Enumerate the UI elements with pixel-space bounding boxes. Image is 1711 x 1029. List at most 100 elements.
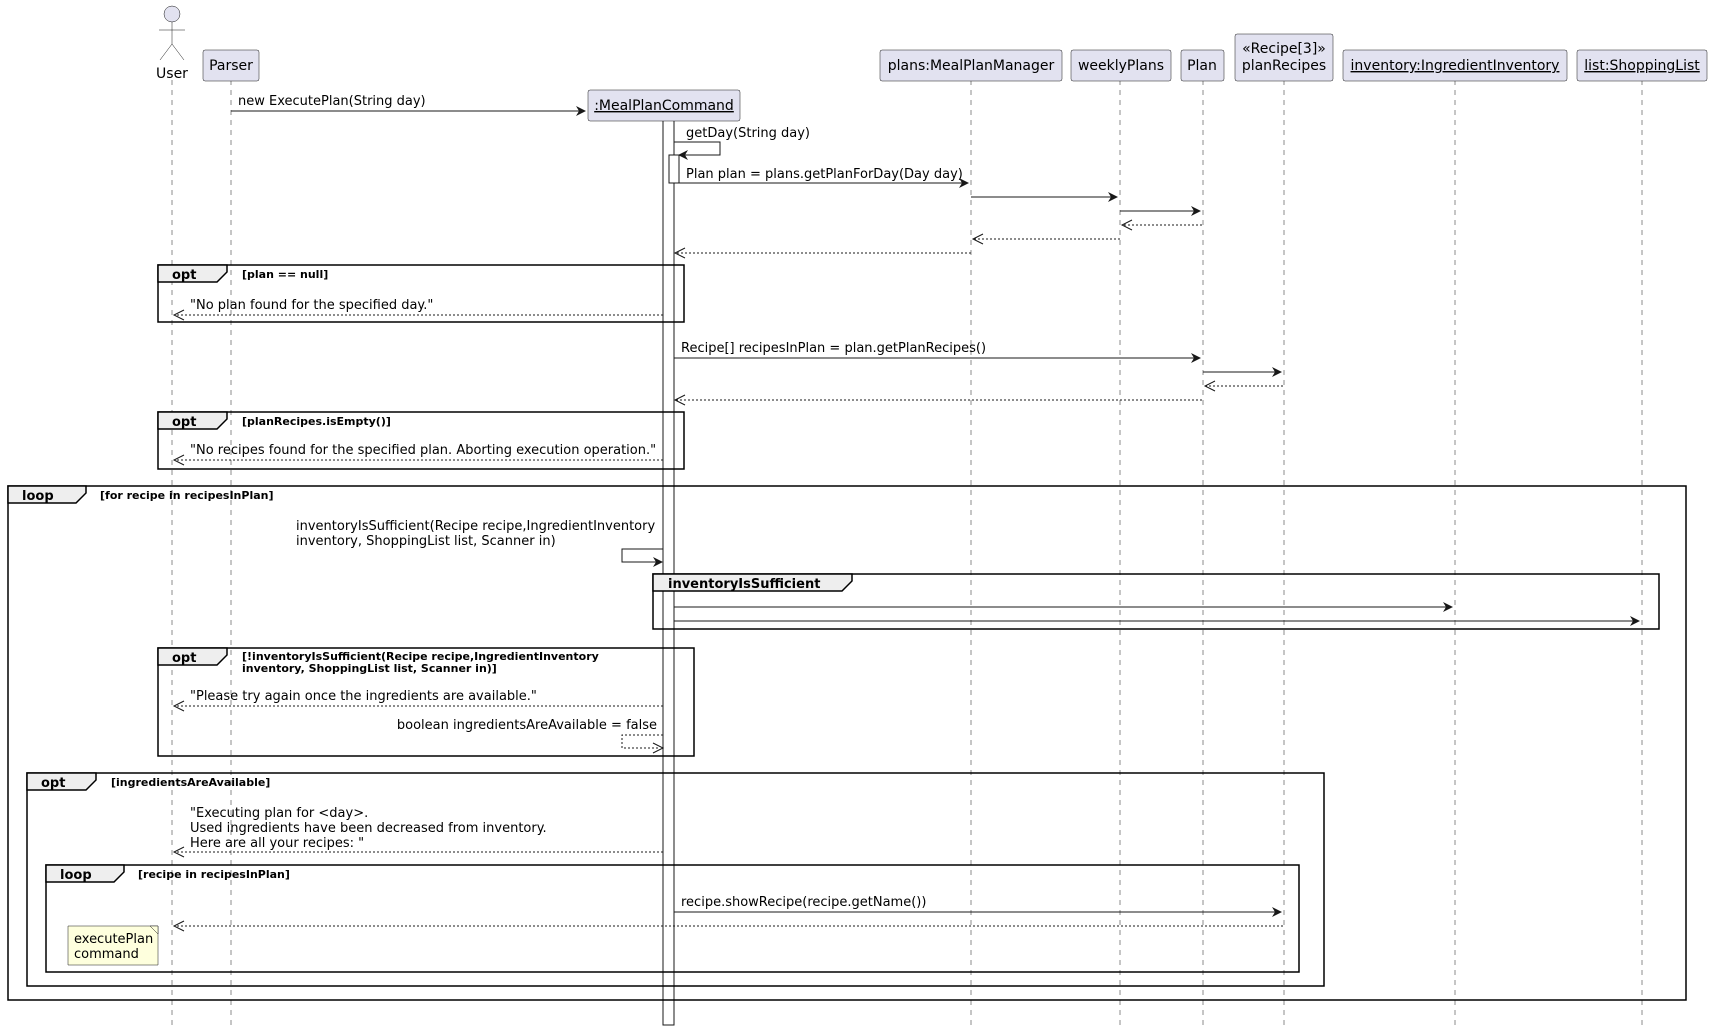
- return-weekly-to-manager: [971, 233, 1120, 245]
- message-get-plan-for-day-label: Plan plan = plans.getPlanForDay(Day day): [686, 167, 963, 182]
- participant-parser-box: [202, 49, 260, 82]
- fragment-guard: [recipe in recipesInPlan]: [138, 868, 290, 881]
- fragment-opt-insufficient: opt [!inventoryIsSufficient(Recipe recip…: [157, 647, 695, 757]
- fragment-guard: [ingredientsAreAvailable]: [111, 776, 270, 789]
- message-create-command-label: new ExecutePlan(String day): [238, 94, 426, 109]
- arrow-head-icon: [1120, 219, 1133, 231]
- arrow-head-icon: [1191, 353, 1201, 363]
- message-executing-plan-line1: "Executing plan for <day>.: [190, 806, 368, 821]
- message-plan-to-recipes: [1203, 367, 1282, 377]
- message-inventory-check-label-line2: inventory, ShoppingList list, Scanner in…: [296, 534, 556, 549]
- message-get-plan-recipes: Recipe[] recipesInPlan = plan.getPlanRec…: [674, 341, 1201, 363]
- arrow-head-icon: [673, 247, 686, 259]
- message-set-unavailable-label: boolean ingredientsAreAvailable = false: [397, 718, 657, 733]
- activation-get-day: [668, 154, 680, 184]
- fragment-keyword: loop: [22, 489, 54, 504]
- arrow-head-icon: [172, 700, 185, 712]
- arrow-head-icon: [172, 454, 185, 466]
- return-manager-to-command: [673, 247, 971, 259]
- participant-meal-plan-command: :MealPlanCommand: [587, 89, 741, 122]
- message-inventory-check: inventoryIsSufficient(Recipe recipe,Ingr…: [296, 519, 663, 567]
- message-command-to-shopping-list: [674, 616, 1640, 626]
- participant-shopping-list-box: [1576, 49, 1708, 82]
- message-get-plan-for-day: Plan plan = plans.getPlanForDay(Day day): [674, 167, 969, 188]
- arrow-head-icon: [652, 742, 665, 754]
- message-try-again: "Please try again once the ingredients a…: [172, 689, 663, 712]
- participant-ingredient-inventory-box: [1342, 49, 1568, 82]
- fragment-loop-show: loop [recipe in recipesInPlan]: [45, 864, 1300, 973]
- participant-plan-box: [1180, 49, 1225, 82]
- arrow-head-icon: [172, 846, 185, 858]
- return-plan-to-command: [673, 394, 1202, 406]
- fragment-guard-line1: [!inventoryIsSufficient(Recipe recipe,In…: [242, 650, 599, 663]
- arrow-head-icon: [172, 920, 185, 932]
- message-get-day: getDay(String day): [674, 126, 810, 160]
- message-get-plan-recipes-label: Recipe[] recipesInPlan = plan.getPlanRec…: [681, 341, 986, 356]
- arrow-head-icon: [1272, 907, 1282, 917]
- arrow-head-icon: [576, 106, 586, 116]
- fragment-guard: [for recipe in recipesInPlan]: [100, 489, 274, 502]
- message-show-recipe: recipe.showRecipe(recipe.getName()): [674, 895, 1282, 917]
- fragment-keyword: loop: [60, 868, 92, 883]
- note-line1: executePlan: [74, 932, 153, 947]
- actor-head-icon: [163, 5, 181, 23]
- fragment-guard-line2: inventory, ShoppingList list, Scanner in…: [242, 662, 497, 675]
- fragment-keyword: opt: [172, 415, 196, 430]
- message-show-recipe-label: recipe.showRecipe(recipe.getName()): [681, 895, 926, 910]
- message-weekly-to-plan: [1120, 206, 1201, 216]
- fragment-opt-plan-null: opt [plan == null]: [157, 264, 685, 323]
- fragment-tab: [157, 647, 228, 666]
- message-executing-plan-line2: Used ingredients have been decreased fro…: [190, 821, 547, 836]
- message-no-recipes-found: "No recipes found for the specified plan…: [172, 443, 663, 466]
- participant-weekly-plans: weeklyPlans: [1070, 49, 1172, 82]
- arrow-head-icon: [1272, 367, 1282, 377]
- arrow-head-icon: [653, 557, 663, 567]
- participant-ingredient-inventory: inventory:IngredientInventory: [1342, 49, 1568, 82]
- participant-meal-plan-manager-label: plans:MealPlanManager: [888, 58, 1055, 74]
- message-get-day-label: getDay(String day): [686, 126, 810, 141]
- arrow-head-icon: [172, 309, 185, 321]
- message-inventory-check-label-line1: inventoryIsSufficient(Recipe recipe,Ingr…: [296, 519, 655, 534]
- message-executing-plan: "Executing plan for <day>. Used ingredie…: [172, 806, 663, 858]
- arrow-head-icon: [673, 394, 686, 406]
- note-box: [67, 925, 159, 966]
- participant-user-label: User: [156, 66, 188, 82]
- actor-user: User: [156, 5, 188, 82]
- fragment-tab: [45, 864, 125, 883]
- participant-meal-plan-command-label: :MealPlanCommand: [594, 98, 734, 114]
- participant-meal-plan-manager-box: [879, 49, 1063, 82]
- participant-ingredient-inventory-label: inventory:IngredientInventory: [1351, 58, 1560, 74]
- note-execute-plan: executePlan command: [67, 925, 159, 966]
- fragment-tab: [157, 411, 228, 430]
- message-set-unavailable: boolean ingredientsAreAvailable = false: [397, 718, 665, 754]
- arrow-head-icon: [959, 178, 969, 188]
- message-command-to-inventory: [674, 602, 1453, 612]
- participant-parser: Parser: [202, 49, 260, 82]
- message-try-again-label: "Please try again once the ingredients a…: [190, 689, 537, 704]
- fragment-keyword: opt: [172, 268, 196, 283]
- participant-plan: Plan: [1180, 49, 1225, 82]
- fragment-keyword: inventoryIsSufficient: [668, 577, 820, 592]
- arrow-head-icon: [1203, 380, 1216, 392]
- message-no-recipes-found-label: "No recipes found for the specified plan…: [190, 443, 656, 458]
- message-executing-plan-line3: Here are all your recipes: ": [190, 836, 364, 851]
- fragment-group-inventory: inventoryIsSufficient: [652, 573, 1660, 630]
- arrow-head-icon: [678, 150, 688, 160]
- actor-body-icon: [159, 22, 185, 61]
- fragment-guard: [plan == null]: [242, 268, 328, 281]
- message-no-plan-found-label: "No plan found for the specified day.": [190, 298, 433, 313]
- fragment-tab: [26, 772, 97, 791]
- arrow-head-icon: [1443, 602, 1453, 612]
- message-no-plan-found: "No plan found for the specified day.": [172, 298, 663, 321]
- participant-weekly-plans-box: [1070, 49, 1172, 82]
- fragment-loop-recipes: loop [for recipe in recipesInPlan]: [7, 485, 1687, 1001]
- note-line2: command: [74, 947, 139, 962]
- participant-shopping-list: list:ShoppingList: [1576, 49, 1708, 82]
- fragment-tab: [7, 485, 87, 504]
- participant-plan-label: Plan: [1187, 58, 1217, 74]
- participant-plan-recipes-stereotype: «Recipe[3]»: [1242, 41, 1326, 57]
- participant-parser-label: Parser: [209, 58, 253, 74]
- arrow-head-icon: [1630, 616, 1640, 626]
- fragment-keyword: opt: [172, 651, 196, 666]
- lifelines: [171, 80, 1643, 1026]
